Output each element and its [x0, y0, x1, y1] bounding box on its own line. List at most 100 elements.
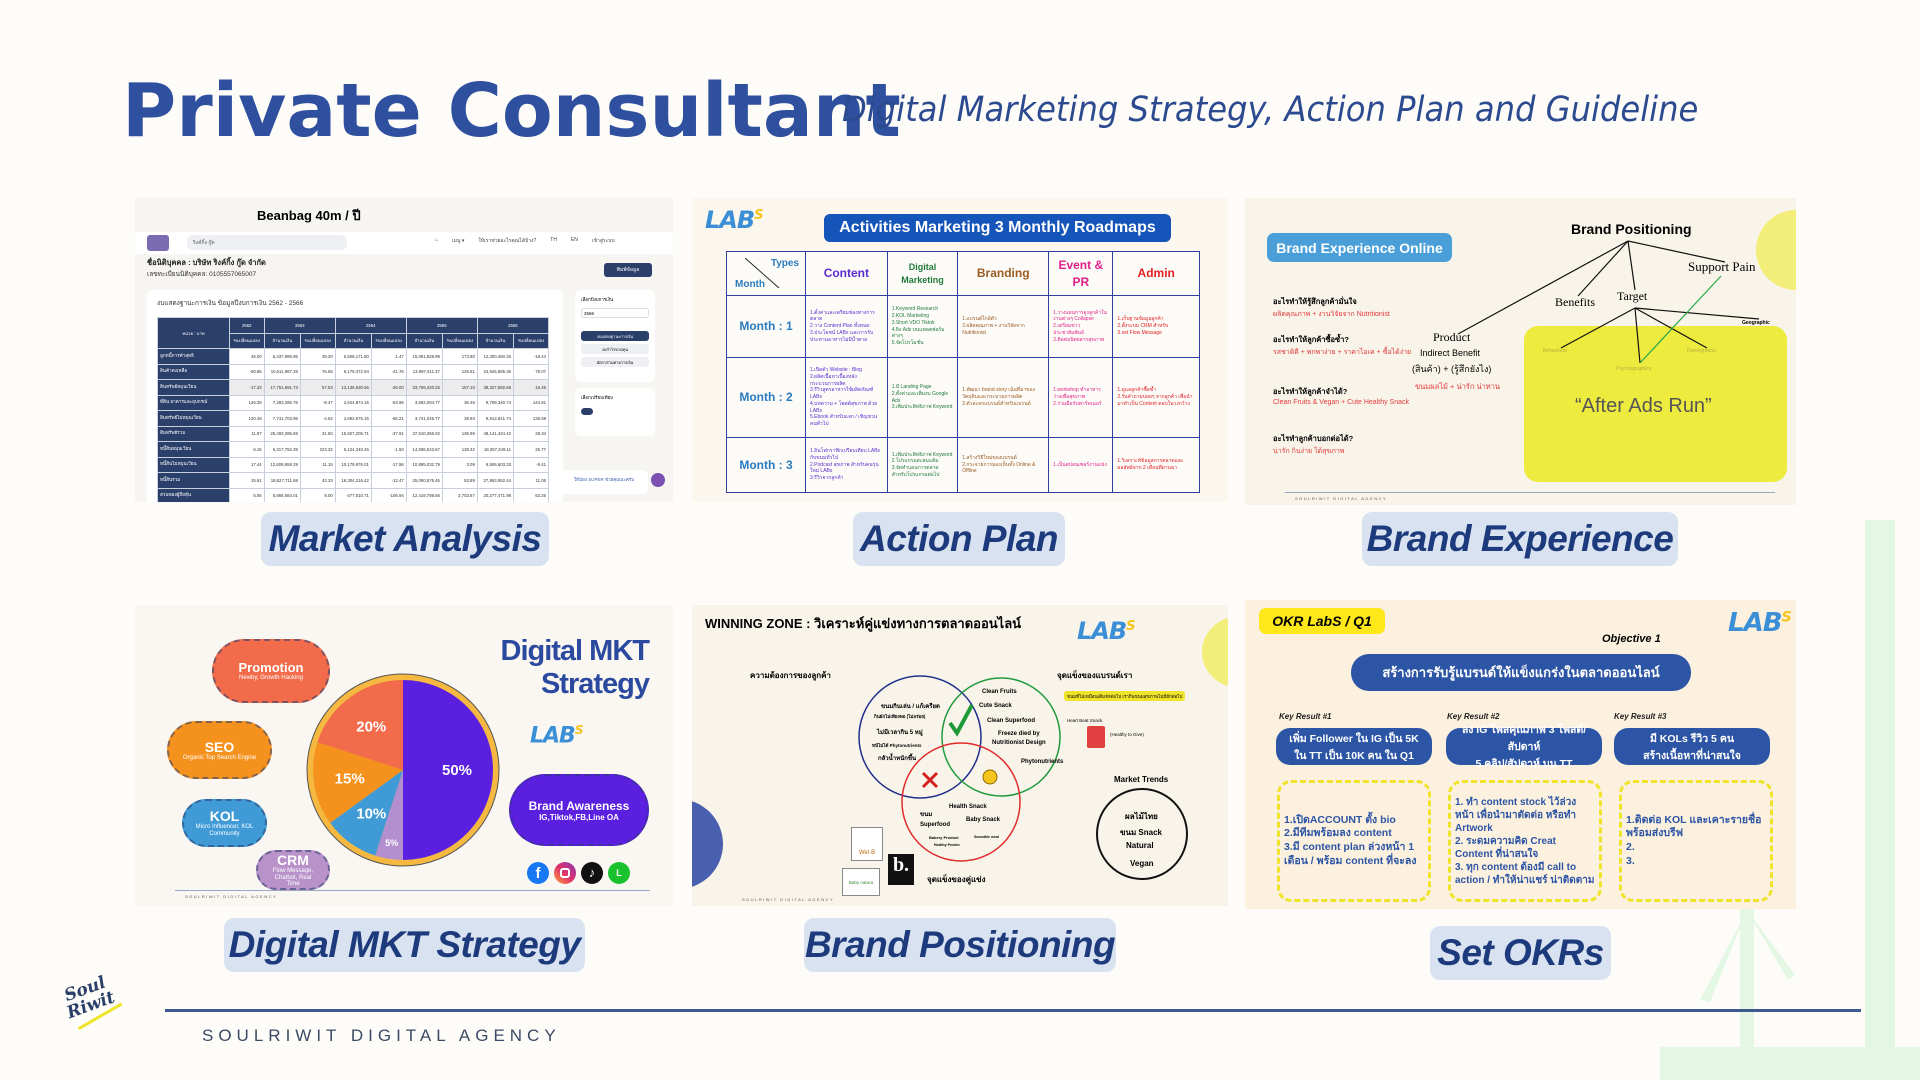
col-header: %เปลี่ยนแปลง [513, 332, 549, 349]
needs-item: ขนมกินเล่น / แก้เครียด [881, 704, 940, 710]
tiktok-icon: ♪ [581, 862, 603, 884]
table-cell: -17.96 [370, 456, 407, 473]
table-cell: 9.00 [299, 487, 336, 502]
roadmap-cell: 1.เพิ่มประสิทธิภาพ Keyword 2.โปรแกรมสะสม… [886, 437, 959, 493]
home-icon[interactable]: ⌂ [435, 237, 439, 243]
compare-toggle[interactable] [581, 408, 593, 415]
balance-sheet-button[interactable]: งบแสดงฐานะการเงิน [581, 331, 649, 341]
market-analysis-card[interactable]: Beanbag 40m / ปี ริงค์กิ้ง กู๊ด ⌂ เมนู ▾… [135, 198, 673, 502]
roadmap-cell: 1.มี Landing Page 2.ตั้งค่าและเพิ่มงบ Go… [886, 357, 959, 438]
search-input[interactable]: ริงค์กิ้ง กู๊ด [187, 235, 347, 250]
our-strength-circle [941, 677, 1061, 797]
table-cell: 1.47 [370, 348, 407, 365]
col-header: จำนวนเงิน [334, 332, 372, 349]
b-logo: b. [888, 854, 914, 885]
brand-experience-card[interactable]: Brand Experience Online อะไรทำให้รู้สึกล… [1245, 198, 1796, 505]
our-strength-label: จุดแข็งของแบรนด์เรา [1057, 671, 1133, 680]
instagram-icon [554, 862, 576, 884]
pie-label: 10% [356, 806, 386, 823]
card-label-set-okrs[interactable]: Set OKRs [1430, 926, 1611, 980]
print-button[interactable]: พิมพ์ข้อมูล [604, 263, 652, 277]
column-header-content: Content [805, 251, 888, 296]
ratio-button[interactable]: อัตราส่วนทางการเงิน [581, 357, 649, 367]
col-header: %เปลี่ยนแปลง [370, 332, 407, 349]
row-label: ลูกหนี้การค้าสุทธิ [157, 348, 230, 365]
roadmap-cell: 1.ดูแลลูกค้าซื้อซ้ำ 2.รับคำถามบ่อยๆ จากล… [1112, 357, 1200, 438]
table-cell: 5,437,995.95 [263, 348, 301, 365]
card-label-brand-experience[interactable]: Brand Experience [1362, 512, 1678, 566]
key-result-pill: มี KOLs รีวิว 5 คน สร้างเนื้อหาที่น่าสนใ… [1614, 728, 1770, 765]
table-cell: 136.99 [441, 425, 478, 442]
table-cell: -26.00 [370, 379, 407, 396]
lang-en[interactable]: EN [570, 237, 578, 243]
pill-desc: Micro Influencer, KOL Community [195, 824, 254, 837]
pill-title: CRM [277, 852, 309, 869]
footer-agency-name: SOULRIWIT DIGITAL AGENCY [202, 1026, 561, 1045]
table-cell: 28.34 [513, 425, 549, 442]
page-subtitle: Digital Marketing Strategy, Action Plan … [842, 90, 1699, 130]
indirect-benefit-formula: (สินค้า) + (รู้สึกยังไง) [1412, 364, 1492, 374]
trends-item: Natural [1126, 841, 1154, 850]
okr-card[interactable]: OKR LabS / Q1 LABS Objective 1 สร้างการร… [1245, 600, 1796, 909]
month-cell: Month : 2 [726, 357, 806, 438]
year-select[interactable]: 2566 [581, 308, 649, 318]
table-cell: 20,277,471.98 [476, 487, 515, 502]
table-cell: 13,997,611.37 [405, 363, 443, 380]
ours-item: Phytonutrients [1021, 759, 1064, 765]
login-link[interactable]: เข้าสู่ระบบ [591, 238, 615, 244]
competitors-item: ขนม [920, 812, 933, 818]
card-label-action-plan[interactable]: Action Plan [853, 512, 1065, 566]
roadmap-title: Activities Marketing 3 Monthly Roadmaps [824, 214, 1171, 242]
footer-divider [165, 1009, 1861, 1012]
labs-logo: LABS [530, 723, 584, 749]
indirect-benefit-label: Indirect Benefit [1420, 348, 1481, 358]
year-selector-card: เลือกปีงบการเงิน 2566 งบแสดงฐานะการเงิน … [575, 290, 655, 382]
key-result-label: Key Result #1 [1279, 712, 1332, 721]
month-cell: Month : 1 [726, 295, 806, 358]
table-cell: 18,627,711.68 [263, 472, 301, 489]
table-cell: 7,741,703.96 [263, 410, 301, 427]
heart-beat-product [1087, 726, 1105, 748]
table-cell: 2,703.67 [441, 487, 478, 502]
after-ads-box [1524, 326, 1787, 482]
brand-positioning-card[interactable]: WINNING ZONE : วิเคราะห์คู่แข่งทางการตลา… [692, 605, 1228, 906]
income-statement-button[interactable]: งบกำไรขาดทุน [581, 344, 649, 354]
year-header: 2565 [405, 317, 478, 334]
table-cell: 6,179,472.94 [334, 363, 372, 380]
nav-menu[interactable]: เมนู ▾ [452, 238, 465, 244]
table-cell: 10,611,987.28 [263, 363, 301, 380]
roadmap-cell: 1.สร้างวิธีใหม่ของแบรนด์ 2.กระจายการมองเ… [957, 437, 1050, 493]
pill-title: SEO [204, 738, 235, 755]
card-label-brand-positioning[interactable]: Brand Positioning [804, 918, 1116, 972]
page-title: Private Consultant [122, 68, 901, 154]
table-cell: 42.33 [299, 472, 336, 489]
row-label: สินทรัพย์หมุนเวียน [157, 379, 230, 396]
registration-number: เลขทะเบียนนิติบุคคล: 0105557065007 [147, 271, 257, 278]
action-plan-card[interactable]: LABS Activities Marketing 3 Monthly Road… [692, 198, 1228, 502]
card-label-market-analysis[interactable]: Market Analysis [261, 512, 549, 566]
key-result-actions: 1.ติดต่อ KOL และเคาะรายชื่อ พร้อมส่งบรีฟ… [1619, 780, 1773, 902]
nav-help[interactable]: ให้เราช่วยอะไรคุณได้บ้าง? [478, 238, 537, 244]
roadmap-cell: 1.แบรนด์ใกล้ตัว 2.ผลิตคุณภาพ + งานวิจัยจ… [957, 295, 1050, 358]
footer-divider [1285, 492, 1775, 493]
financial-table: หน่วย : บาท 2562 2563 2564 2565 2566 %เป… [157, 317, 550, 502]
table-cell: 157.10 [441, 379, 478, 396]
chatbot-avatar[interactable] [651, 473, 665, 487]
lang-th[interactable]: TH [550, 237, 557, 243]
key-result-pill: เพิ่ม Follower ใน IG เป็น 5K ใน TT เป็น … [1276, 728, 1432, 765]
chatbot-bubble[interactable]: ให้น้อง SUPER ช่วยคุณนะครับ [560, 470, 648, 494]
question-text: อะไรทำลูกค้าบอกต่อได้? [1273, 434, 1354, 443]
table-cell: -1.50 [370, 441, 407, 458]
competitors-item: Bakery Product [929, 835, 959, 840]
row-label: ที่ดิน อาคารและอุปกรณ์ [157, 394, 230, 411]
col-header: %เปลี่ยนแปลง [228, 332, 265, 349]
table-cell: 173.80 [441, 348, 478, 365]
card-label-digital-mkt-strategy[interactable]: Digital MKT Strategy [224, 918, 585, 972]
table-cell: 78.07 [513, 363, 549, 380]
table-cell: 53.89 [441, 472, 478, 489]
pill-title: Promotion [238, 660, 304, 676]
table-cell: 36.46 [441, 394, 478, 411]
